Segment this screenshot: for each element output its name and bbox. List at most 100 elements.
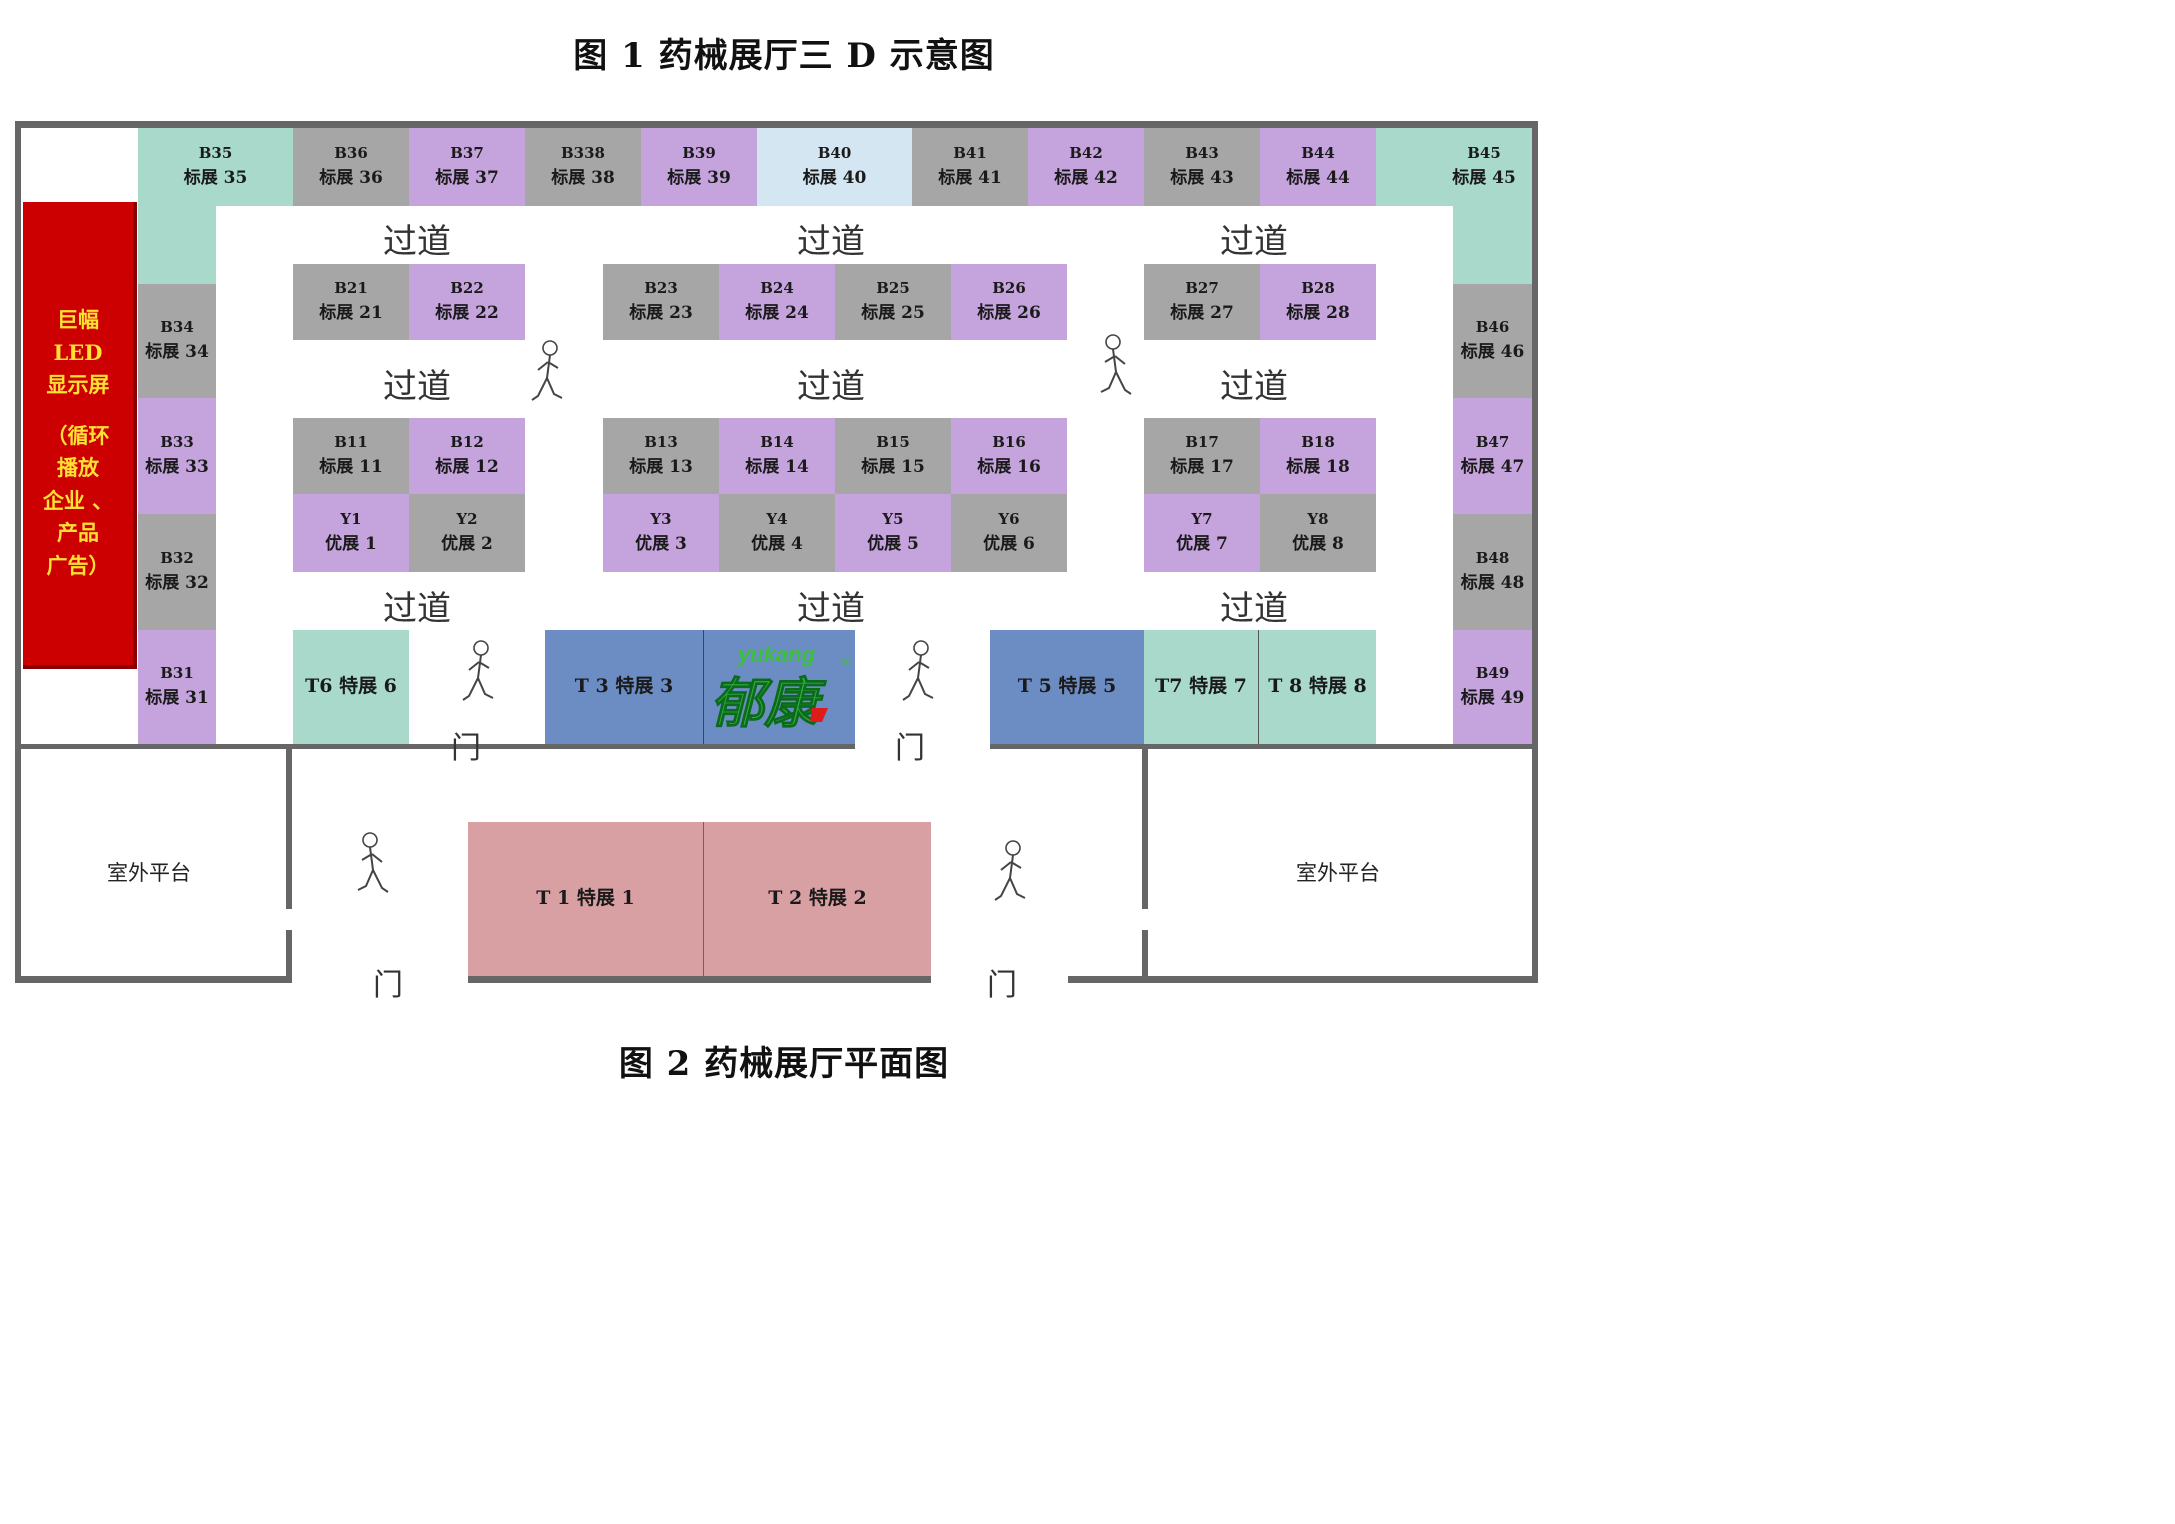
- booth-code: B44: [1301, 144, 1335, 163]
- booth-name: 标展 26: [977, 303, 1041, 324]
- booth-code: B31: [160, 664, 194, 683]
- booth-name: 优展 6: [983, 534, 1035, 555]
- booth-b23[interactable]: B23 标展 23: [603, 264, 719, 340]
- booth-name: 标展 49: [1460, 688, 1525, 709]
- wall-top: [15, 121, 1538, 128]
- booth-code: B42: [1069, 144, 1103, 163]
- wall-mid-right: [990, 744, 1538, 749]
- booth-code: B338: [561, 144, 605, 163]
- booth-name: 标展 16: [977, 457, 1041, 478]
- booth-code: B23: [644, 279, 678, 298]
- booth-name: 标展 36: [319, 168, 383, 189]
- booth-name: 优展 5: [867, 534, 919, 555]
- walking-person-icon: [531, 340, 563, 401]
- booth-b36[interactable]: B36 标展 36: [293, 128, 409, 206]
- booth-code: B48: [1475, 549, 1510, 568]
- booth-y1[interactable]: Y1 优展 1: [293, 494, 409, 572]
- booth-name: 优展 1: [325, 534, 377, 555]
- booth-name: 优展 2: [441, 534, 493, 555]
- booth-name: 标展 24: [745, 303, 809, 324]
- booth-b48[interactable]: B48 标展 48: [1453, 514, 1532, 630]
- booth-name: 标展 14: [745, 457, 809, 478]
- booth-code: B33: [160, 433, 194, 452]
- booth-code: Y8: [1307, 510, 1329, 529]
- booth-name: 标展 42: [1054, 168, 1118, 189]
- booth-code: B32: [160, 549, 194, 568]
- figure-2-caption: 图 2 药械展厅平面图: [618, 1044, 950, 1084]
- booth-code: B35: [198, 144, 233, 163]
- booth-name: 标展 40: [802, 168, 867, 189]
- booth-name: 标展 27: [1170, 303, 1234, 324]
- booth-code: B13: [644, 433, 678, 452]
- booth-code: B43: [1185, 144, 1219, 163]
- booth-t6[interactable]: T6 特展 6: [293, 630, 409, 744]
- booth-name: 标展 11: [319, 457, 383, 478]
- led-line: 显示屏: [46, 372, 110, 398]
- booth-t7[interactable]: T7 特展 7: [1144, 630, 1258, 744]
- led-line: 产品: [57, 520, 99, 546]
- booth-t2[interactable]: T 2 特展 2: [703, 822, 931, 976]
- booth-t3[interactable]: T 3 特展 3: [545, 630, 703, 744]
- booth-code: B39: [682, 144, 716, 163]
- wall-left: [15, 121, 21, 983]
- door-label: 门: [373, 968, 403, 1003]
- booth-code: B47: [1475, 433, 1510, 452]
- booth-t1[interactable]: T 1 特展 1: [468, 822, 703, 976]
- booth-name: 标展 48: [1460, 573, 1525, 594]
- booth-name: 优展 4: [751, 534, 803, 555]
- led-line: LED: [53, 339, 103, 365]
- walking-person-icon: [357, 832, 389, 893]
- booth-code: B22: [450, 279, 484, 298]
- booth-name: 标展 32: [145, 573, 209, 594]
- booth-code: Y7: [1191, 510, 1213, 529]
- logo-red-mark: [810, 708, 828, 722]
- booth-b32[interactable]: B32 标展 32: [138, 514, 216, 630]
- wall-bottom-center: [468, 976, 931, 983]
- booth-code: B36: [334, 144, 368, 163]
- booth-code: Y1: [340, 510, 362, 529]
- aisle-label: 过道: [1220, 222, 1288, 262]
- booth-name: 标展 23: [629, 303, 693, 324]
- booth-t5[interactable]: T 5 特展 5: [990, 630, 1144, 744]
- aisle-label: 过道: [797, 222, 865, 262]
- booth-b42[interactable]: B42 标展 42: [1028, 128, 1144, 206]
- booth-t8[interactable]: T 8 特展 8: [1258, 630, 1376, 744]
